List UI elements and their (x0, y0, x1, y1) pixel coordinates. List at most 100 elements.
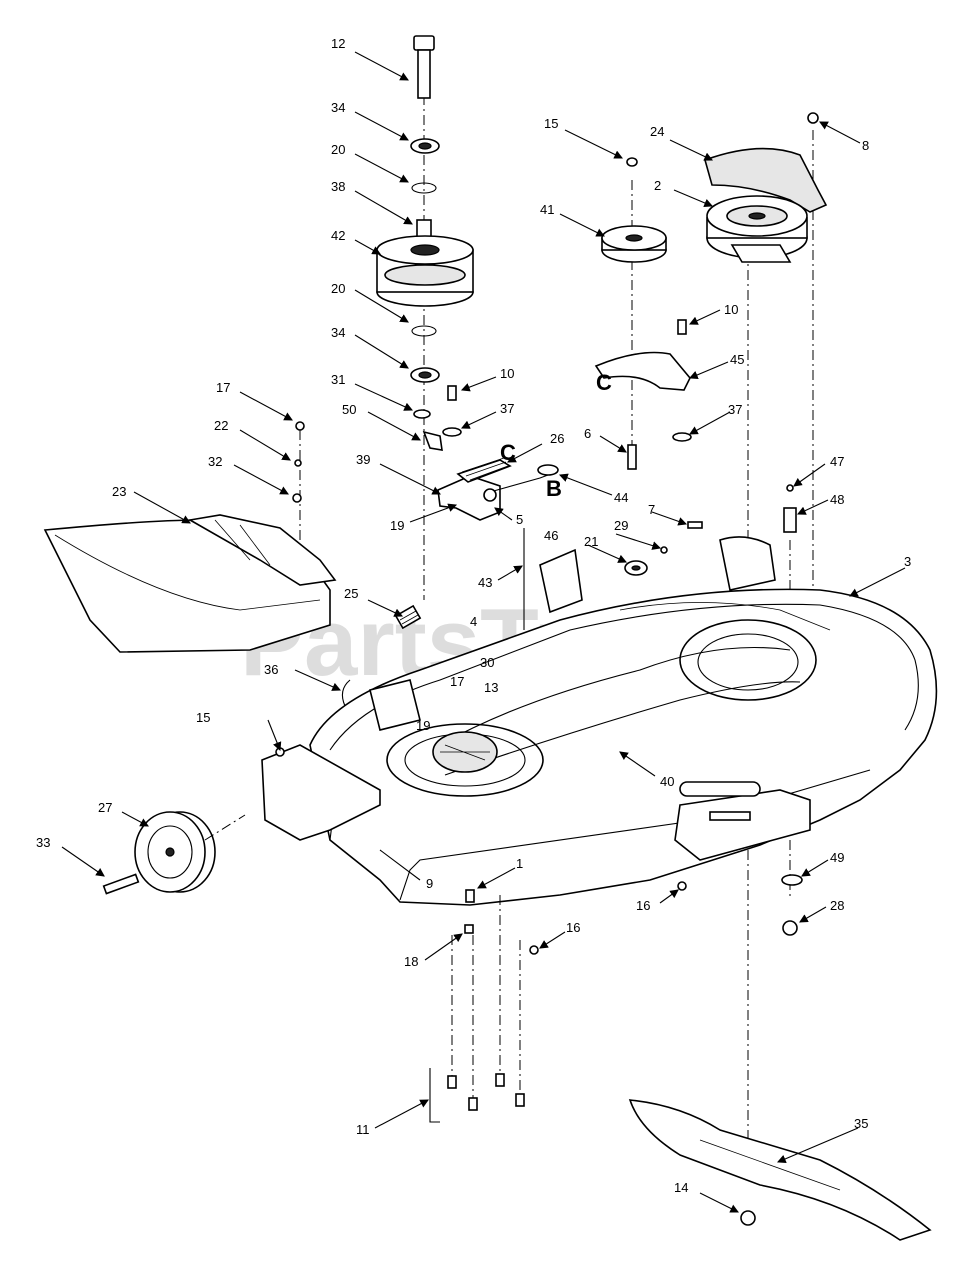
callout-50: 50 (342, 402, 356, 417)
callout-29: 29 (614, 518, 628, 533)
callout-34-upper: 34 (331, 100, 345, 115)
callout-38: 38 (331, 179, 345, 194)
callout-10-center: 10 (500, 366, 514, 381)
callout-6: 6 (584, 426, 591, 441)
hanger-bracket (539, 548, 583, 614)
callout-32: 32 (208, 454, 222, 469)
bolt-kit-a (447, 1075, 457, 1089)
discharge-chute (43, 514, 337, 653)
left-hanger-bracket (369, 679, 421, 731)
callout-12: 12 (331, 36, 345, 51)
callout-11: 11 (356, 1122, 370, 1137)
baffle-front (719, 536, 776, 591)
callout-24: 24 (650, 124, 664, 139)
blade-nut-14 (740, 1210, 756, 1226)
callout-16-center: 16 (566, 920, 580, 935)
idler-bracket-assembly (437, 457, 559, 521)
washer-22 (294, 459, 302, 467)
callout-25: 25 (344, 586, 358, 601)
deck-wheel-bracket (261, 744, 381, 841)
bolt-kit-b (468, 1097, 478, 1111)
callout-43: 43 (478, 575, 492, 590)
callout-8: 8 (862, 138, 869, 153)
bolt-8 (807, 112, 819, 124)
callout-46: 46 (544, 528, 558, 543)
callout-1: 1 (516, 856, 523, 871)
callout-9: 9 (426, 876, 433, 891)
callout-19-upper: 19 (390, 518, 404, 533)
retainer-47 (786, 484, 794, 492)
main-pulley-2 (706, 195, 808, 263)
callout-17-top: 17 (216, 380, 230, 395)
callout-28: 28 (830, 898, 844, 913)
mower-blade (628, 1099, 932, 1241)
screw-1 (465, 889, 475, 903)
callout-37-center: 37 (500, 401, 514, 416)
callout-35: 35 (854, 1116, 868, 1131)
bolt-kit-c (495, 1073, 505, 1087)
callout-34-lower: 34 (331, 325, 345, 340)
idler-pulley-41 (601, 225, 667, 263)
right-blade-housing (679, 619, 817, 701)
deck-hanger-bracket-right (674, 789, 811, 861)
callout-40: 40 (660, 774, 674, 789)
washer (413, 409, 431, 419)
nut-16-left (529, 945, 539, 955)
callout-41: 41 (540, 202, 554, 217)
ref-letter-c-mid: C (500, 440, 516, 465)
spindle-bolt (413, 35, 435, 99)
callout-15-right: 15 (544, 116, 558, 131)
callout-30: 30 (480, 655, 494, 670)
retaining-ring-lower (411, 325, 437, 337)
callout-45: 45 (730, 352, 744, 367)
callout-21: 21 (584, 534, 598, 549)
callout-33: 33 (36, 835, 50, 850)
ref-letter-c-left: C (596, 370, 612, 395)
screw-10-right (677, 319, 687, 335)
callout-leaders (61, 51, 906, 1213)
callout-15-left: 15 (196, 710, 210, 725)
callout-19-lower: 19 (416, 718, 430, 733)
callout-48: 48 (830, 492, 844, 507)
callout-2: 2 (654, 178, 661, 193)
callout-17-deck: 17 (450, 674, 464, 689)
shoulder-bolt (102, 873, 140, 895)
callout-16-right: 16 (636, 898, 650, 913)
callout-4: 4 (470, 614, 477, 629)
bolt-7 (687, 521, 703, 529)
retaining-ring-upper (411, 182, 437, 194)
bolt-kit-d (515, 1093, 525, 1107)
screw-center (447, 385, 457, 401)
callout-23: 23 (112, 484, 126, 499)
idler-arm-45 (594, 351, 691, 391)
idler-link (537, 464, 559, 476)
callout-42: 42 (331, 228, 345, 243)
callout-10-right: 10 (724, 302, 738, 317)
nut-16-right (677, 881, 687, 891)
callout-36: 36 (264, 662, 278, 677)
bolt-48 (783, 507, 797, 533)
flat-washer-center (442, 427, 462, 437)
callout-26: 26 (550, 431, 564, 446)
callout-18: 18 (404, 954, 418, 969)
callout-3: 3 (904, 554, 911, 569)
deck-slot (679, 781, 761, 797)
ref-letter-b: B (546, 476, 562, 501)
bolt-kit-bracket (429, 1068, 440, 1123)
callout-20-upper: 20 (331, 142, 345, 157)
callout-20-lower: 20 (331, 281, 345, 296)
spindle-bracket (422, 430, 443, 451)
spring-25 (394, 604, 422, 630)
gauge-wheel (134, 811, 216, 893)
spindle-stack (376, 35, 474, 600)
callout-39: 39 (356, 452, 370, 467)
flat-washer-right (672, 432, 692, 442)
callout-5: 5 (516, 512, 523, 527)
callout-7: 7 (648, 502, 655, 517)
washer-32 (292, 493, 302, 503)
callout-31: 31 (331, 372, 345, 387)
callout-27: 27 (98, 800, 112, 815)
washer-29 (660, 546, 668, 554)
callout-13: 13 (484, 680, 498, 695)
